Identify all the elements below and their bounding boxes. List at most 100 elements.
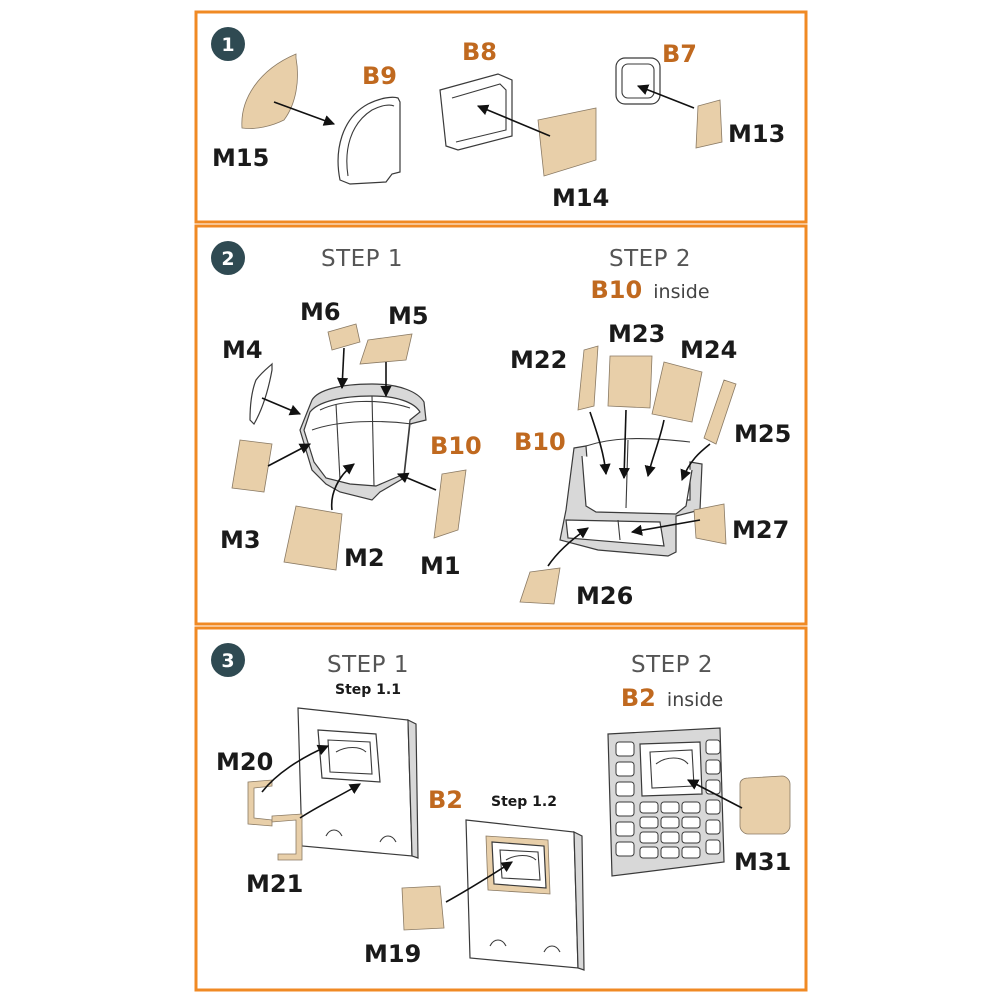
panel-2-step2-title: STEP 2 [609,246,691,272]
panel-2: 2 STEP 1 STEP 2 B10 inside M6 M5 M4 B10 … [194,224,808,626]
b10-step1-rib-4 [319,400,411,411]
mask-m15 [241,53,298,129]
part-b2-step2 [607,727,725,877]
panel-2-step2-ref: B10 [590,276,642,304]
label-b7: B7 [662,40,697,68]
panel-2-badge: 2 [211,241,245,275]
mask-m6 [327,323,361,351]
label-b9: B9 [362,62,397,90]
arrow-m14-b8 [476,104,551,137]
part-b2-step12 [465,819,585,971]
arrow-m1 [396,472,437,491]
mask-m1 [433,469,467,539]
panel-3-border [194,626,808,992]
mask-m13 [695,99,723,149]
label-m19: M19 [364,940,421,968]
panel-3-step2-ref: B2 [621,684,656,712]
step11-cutout-1 [379,835,397,843]
label-m6: M6 [300,298,341,326]
label-m26: M26 [576,582,633,610]
mask-m22 [577,345,599,411]
grid-cell [660,846,680,859]
grid-cell [615,781,635,797]
mask-m23 [607,355,653,409]
grid-cell [705,739,721,755]
part-b2-step11 [297,707,419,859]
panel-1-badge-number: 1 [221,34,234,56]
panel-1-border [194,10,808,224]
grid-cell [681,816,701,829]
grid-cell [639,816,659,829]
panel-3-step1-sub: Step 1.1 [335,682,401,698]
mask-m3 [231,439,273,493]
grid-cell [639,846,659,859]
panel-1-badge: 1 [211,27,245,61]
arrow-m6 [336,347,349,390]
label-m25: M25 [734,420,791,448]
b10-step2-top-edge [585,437,691,447]
mask-m24 [651,361,703,423]
mask-m20 [247,779,273,827]
part-b8-inner-edge [451,83,507,143]
arrow-m24 [644,419,665,478]
step11-window-outer [317,729,381,783]
label-m22: M22 [510,346,567,374]
panel-2-step2-inside: inside [653,281,709,303]
label-m23: M23 [608,320,665,348]
grid-cell [705,839,721,855]
panel-3: 3 STEP 1 Step 1.1 STEP 2 B2 inside M20 M… [194,626,808,992]
arrow-m26 [547,527,589,567]
grid-cell [660,801,680,814]
step12-window-outer [491,841,547,889]
mask-m21 [271,813,303,861]
arrow-m2 [330,463,355,511]
arrow-m15-b9 [273,101,336,126]
grid-cell [681,831,701,844]
grid-cell [705,819,721,835]
panel-2-step1-title: STEP 1 [321,246,403,272]
step12-window-glare [505,854,537,861]
panel-2-border [194,224,808,626]
step12-cutout-1 [543,945,561,953]
arrow-m23 [618,409,630,480]
label-m27: M27 [732,516,789,544]
panel-3-badge-number: 3 [221,650,234,672]
arrow-m27 [630,519,701,536]
grid-cell [615,841,635,857]
label-b10-left: B10 [430,432,482,460]
grid-cell [705,759,721,775]
arrow-m19 [445,861,513,903]
grid-cell [639,831,659,844]
mask-m4 [249,362,273,425]
arrow-m13-b7 [636,84,695,109]
panel-3-step2-caption: B2 inside [621,684,723,712]
part-b8 [439,73,513,151]
grid-cell [615,741,635,757]
grid-cell [660,831,680,844]
panel-3-badge: 3 [211,643,245,677]
label-m3: M3 [220,526,261,554]
label-b8: B8 [462,38,497,66]
arrow-m4 [261,397,302,416]
grid-cell [615,761,635,777]
label-m14: M14 [552,184,609,212]
part-b9 [337,96,401,185]
mask-m14 [537,107,597,177]
arrow-m21 [299,783,361,819]
panel-2-step2-caption: B10 inside [590,276,709,304]
label-b10-right: B10 [514,428,566,456]
label-m2: M2 [344,544,385,572]
arrow-m20 [261,744,330,793]
label-m5: M5 [388,302,429,330]
b10-step1-rib-3 [311,420,413,431]
grid-cell [660,816,680,829]
panel-2-badge-number: 2 [221,248,234,270]
mask-m31 [739,775,791,835]
label-m15: M15 [212,144,269,172]
mask-m19 [401,885,445,931]
panel-3-step12-sub: Step 1.2 [491,794,557,810]
b10-step2-inner-frame [581,455,693,515]
mask-m2 [283,505,343,571]
panel-3-step1-title: STEP 1 [327,652,409,678]
